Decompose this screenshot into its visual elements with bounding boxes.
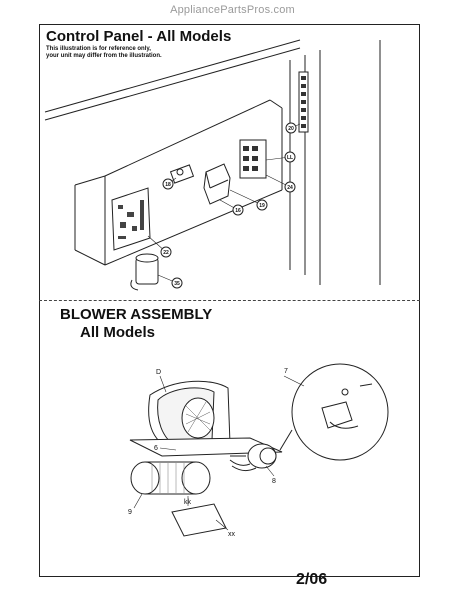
svg-text:22: 22 bbox=[163, 250, 169, 256]
svg-text:24: 24 bbox=[287, 185, 293, 191]
reference-note-line-1: This illustration is for reference only, bbox=[46, 46, 151, 52]
limit-switch bbox=[169, 164, 195, 184]
callout-20: 20 bbox=[285, 122, 297, 134]
svg-text:18: 18 bbox=[165, 182, 171, 188]
svg-text:35: 35 bbox=[174, 281, 180, 287]
callout-22: 22 bbox=[160, 246, 172, 258]
label-8: 8 bbox=[272, 478, 276, 485]
reference-note-line-2: your unit may differ from the illustrati… bbox=[46, 53, 162, 59]
terminal-strip bbox=[298, 71, 309, 133]
label-kk: kk bbox=[184, 499, 192, 506]
blower-motor bbox=[229, 443, 277, 472]
control-panel-title: Control Panel - All Models bbox=[46, 28, 232, 45]
control-board bbox=[111, 187, 151, 251]
label-6: 6 bbox=[154, 445, 158, 452]
transformer bbox=[203, 163, 231, 205]
svg-text:19: 19 bbox=[259, 203, 265, 209]
callout-19: 19 bbox=[256, 199, 268, 211]
blower-wheel bbox=[130, 461, 211, 495]
blower-title: BLOWER ASSEMBLY bbox=[60, 306, 213, 323]
label-D: D bbox=[156, 369, 161, 376]
page-number: 2/06 bbox=[296, 571, 328, 588]
label-9: 9 bbox=[128, 509, 132, 516]
watermark: AppliancePartsPros.com bbox=[170, 4, 295, 16]
callout-16: 16 bbox=[232, 204, 244, 216]
blower-base-plate bbox=[129, 437, 283, 457]
reference-note: This illustration is for reference only,… bbox=[46, 46, 162, 60]
svg-text:16: 16 bbox=[235, 208, 241, 214]
relay-block bbox=[239, 139, 267, 179]
svg-text:20: 20 bbox=[288, 126, 294, 132]
callout-35: 35 bbox=[171, 277, 183, 289]
detail-bubble bbox=[279, 363, 389, 461]
capacitor bbox=[130, 253, 159, 291]
label-xx: xx bbox=[228, 531, 236, 538]
blower-housing bbox=[148, 380, 231, 451]
blower-subtitle: All Models bbox=[80, 324, 156, 341]
svg-text:LL: LL bbox=[287, 155, 293, 161]
callout-LL: LL bbox=[284, 151, 296, 163]
callout-24: 24 bbox=[284, 181, 296, 193]
label-7: 7 bbox=[284, 368, 288, 375]
filter-sheet bbox=[171, 503, 227, 537]
callout-18: 18 bbox=[162, 178, 174, 190]
section-divider bbox=[39, 300, 420, 301]
